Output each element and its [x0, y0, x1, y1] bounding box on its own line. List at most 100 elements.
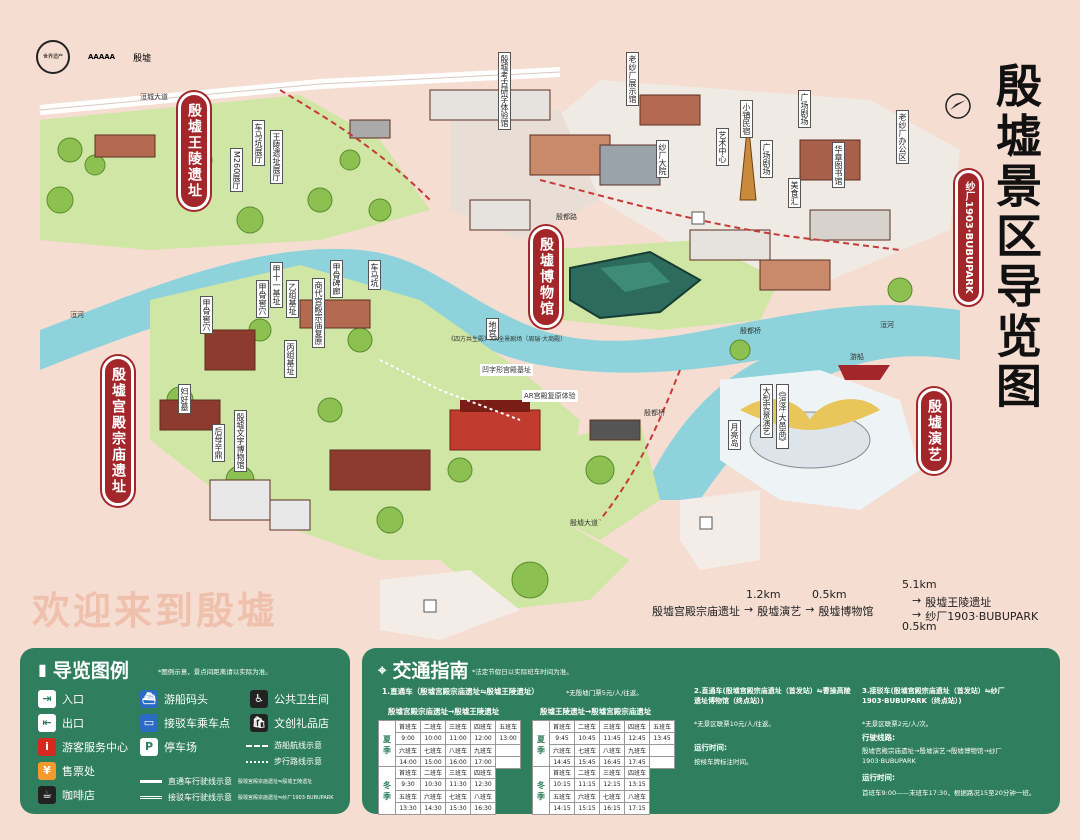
timetable-cell: 四班车 [470, 720, 497, 733]
parking-icon-map [423, 211, 713, 613]
timetable-cell: 七班车 [420, 744, 447, 757]
ticket-icon: ¥ [38, 762, 56, 780]
timetable-cell: 13:15 [624, 778, 651, 791]
table2-title: 殷墟王陵遗址→殷墟宫殿宗庙遗址 [540, 707, 652, 716]
exit-icon: ⇤ [38, 714, 56, 732]
timetable-cell: 八班车 [470, 790, 497, 803]
route-arrow-3: → [912, 594, 922, 607]
route-arrow-1: → [744, 603, 754, 616]
timetable-cell: 二班车 [420, 720, 447, 733]
timetable-cell: 15:15 [574, 802, 601, 815]
label-meishi: 美食汇 [788, 178, 801, 208]
label-dayuan: 纱厂大院 [656, 140, 669, 178]
traffic-sec3-note: *无景区联票2元/人/次。 [862, 720, 933, 728]
timetable-cell: 二班车 [574, 766, 601, 779]
dot-line-icon [246, 760, 268, 763]
label-yishu: 艺术中心 [716, 128, 729, 166]
yinxu-logo: 殷墟 [133, 53, 152, 64]
compass-icon [945, 93, 971, 119]
parking-lot-east [680, 490, 760, 570]
label-huanze: 《洹泽·大邑商》 [776, 384, 789, 449]
welcome-text: 欢迎来到殷墟 [32, 589, 279, 633]
river-label-2: 洹河 [880, 321, 894, 329]
legend-item-walk-line: 步行路线示意 [246, 756, 322, 767]
pin-shachang[interactable]: 纱厂1903·BUBUPARK [955, 170, 982, 305]
bridge-label-1: 殷都桥 [644, 409, 665, 417]
traffic-sec3: 3.接驳车(殷墟宫殿宗庙遗址（首发站）⇋纱厂1903·BUBUPARK（终点站）… [862, 687, 1005, 705]
timetable-cell: 三班车 [445, 766, 472, 779]
legend-note: *图例示意，景点间距离请以实际为准。 [158, 668, 272, 676]
route-line: 殷墟宫殿宗庙遗址 → 殷墟演艺 → 殷墟博物馆 [652, 603, 873, 619]
route-stop-4: 殷墟王陵遗址 [925, 596, 992, 609]
route-arrow-2: → [805, 603, 815, 616]
timetable-cell: 三班车 [599, 766, 626, 779]
timetable-cell: 10:15 [548, 778, 576, 791]
timetable-cell: 9:45 [548, 732, 576, 745]
pin-wangling[interactable]: 殷墟王陵遗址 [178, 92, 210, 210]
pin-zongmiao[interactable]: 殷墟宫殿宗庙遗址 [102, 356, 134, 506]
enter-icon: ⇥ [38, 690, 56, 708]
traffic-panel: ⌖ 交通指南 *法定节假日以实际班车时间为准。 1.直通车（殷墟宫殿宗庙遗址⇋殷… [362, 648, 1060, 815]
timetable-cell [495, 756, 522, 769]
timetable-cell: 首班车 [394, 766, 422, 779]
trees [46, 137, 913, 599]
traffic-sec3-route-label: 行驶线路: [862, 733, 895, 742]
location-pin-icon: ⌖ [378, 660, 387, 679]
timetable-cell: 八班车 [599, 744, 626, 757]
route-stop-2: 殷墟演艺 [757, 605, 802, 618]
traffic-sec3-route: 殷墟宫殿宗庙遗址→殷墟演艺→殷墟博物馆→纱厂1903·BUBUPARK [862, 747, 1002, 765]
traffic-sec2-note: *无景区联票10元/人/往返。 [694, 720, 775, 728]
label-jiaojiao1: 甲骨窖穴 [256, 280, 269, 318]
route-stop-1: 殷墟宫殿宗庙遗址 [652, 605, 740, 618]
aaaaa-logo: AAAAA [88, 53, 116, 61]
page-title: 殷墟景区导览图 [989, 62, 1043, 412]
season-summer: 夏季 [378, 720, 396, 769]
legend-label: 接驳车行驶线示意 [168, 793, 232, 802]
book-icon: ▮ [38, 660, 47, 679]
timetable-cell: 12:00 [470, 732, 497, 745]
avenue-label: 殷墟大道 [570, 519, 598, 527]
label-bingzu: 丙组基址 [284, 340, 297, 378]
palace-gate [449, 409, 541, 451]
timetable-cell: 13:00 [495, 732, 522, 745]
solid-line-icon [140, 780, 162, 783]
timetable-cell: 四班车 [470, 766, 497, 779]
pin-performance[interactable]: 殷墟演艺 [918, 388, 950, 474]
season-winter: 冬季 [532, 766, 550, 815]
timetable-cell: 七班车 [445, 790, 472, 803]
route-dist-4: 0.5km [902, 620, 937, 633]
legend-item-coffee: ☕咖啡店 [38, 786, 95, 804]
legend-label: 售票处 [62, 765, 95, 778]
timetable-cell: 12:45 [624, 732, 651, 745]
legend-label: 游船航线示意 [274, 741, 322, 750]
timetable-cell: 六班车 [548, 744, 576, 757]
label-chemakeng: 车马坑 [368, 260, 381, 290]
label-juchang2: 广场剧场 [760, 140, 773, 178]
timetable-cell [649, 756, 676, 769]
season-winter: 冬季 [378, 766, 396, 815]
legend-item-shop: 🛍文创礼品店 [250, 714, 329, 732]
traffic-sec2-time: 按候车牌标注时间。 [694, 758, 753, 766]
pin-museum[interactable]: 殷墟博物馆 [530, 226, 562, 328]
legend-item-shuttle-line: 接驳车行驶线示意殷墟宫殿宗庙遗址⇋纱厂1903·BUBUPARK [140, 792, 334, 803]
legend-label: 入口 [62, 693, 84, 706]
label-fuyuan: 商代宫殿宗庙复原 [312, 278, 325, 348]
timetable-cell: 9:00 [394, 732, 422, 745]
shop-icon: 🛍 [250, 714, 268, 732]
legend-label: 停车场 [164, 741, 197, 754]
legend-label: 游船码头 [164, 693, 208, 706]
timetable-cell: 9:30 [394, 778, 422, 791]
legend-item-entrance: ⇥ 入口 [38, 690, 84, 708]
road-label-mid: 殷都路 [556, 213, 577, 221]
timetable-cell: 九班车 [624, 744, 651, 757]
world-heritage-logo: 世界遗产 [36, 40, 70, 74]
timetable-cell: 15:30 [445, 802, 472, 815]
table1-title: 殷墟宫殿宗庙遗址→殷墟王陵遗址 [388, 707, 500, 716]
route-branch-2: → 纱厂1903·BUBUPARK [912, 608, 1038, 624]
river-label-1: 洹河 [70, 311, 84, 319]
traffic-sec2: 2.直通车(殷墟宫殿宗庙遗址（首发站）⇋曹操高陵遗址博物馆（终点站）) [694, 687, 851, 705]
toilet-icon: ♿ [250, 690, 268, 708]
